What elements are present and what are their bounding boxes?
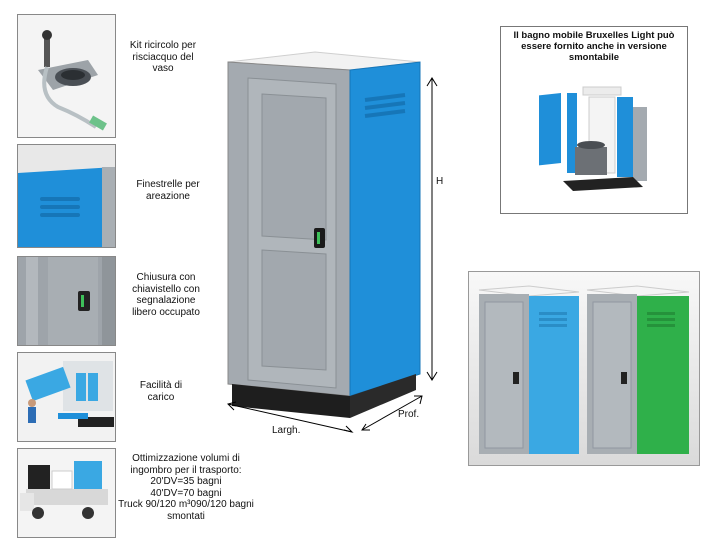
transport-40dv: 40'DV=70 bagni [150, 487, 222, 499]
transport-truck: Truck 90/120 m³090/120 bagni smontati [118, 499, 254, 522]
loading-thumbnail [17, 352, 116, 442]
loading-image [18, 353, 115, 441]
two-toilets-image [469, 272, 699, 465]
main-toilet-image [227, 51, 438, 433]
kit-caption: Kit ricircolo per risciacquo del vaso [129, 40, 197, 74]
kit-thumbnail [17, 14, 116, 138]
depth-label: Prof. [398, 409, 420, 420]
lock-thumbnail [17, 256, 116, 346]
transport-caption: Ottimizzazione volumi di ingombro per il… [116, 453, 256, 522]
lock-image [18, 257, 115, 345]
vents-thumbnail [17, 144, 116, 248]
height-label: H [436, 176, 444, 187]
truck-image [18, 449, 115, 537]
disassembled-toilet-image [539, 86, 647, 191]
info-box-title: Il bagno mobile Bruxelles Light può esse… [513, 30, 675, 63]
loading-caption: Facilità di carico [139, 380, 183, 403]
vents-caption: Finestrelle per areazione [136, 179, 200, 202]
vents-image [18, 145, 115, 247]
transport-20dv: 20'DV=35 bagni [150, 476, 222, 487]
disassembled-info-box: Il bagno mobile Bruxelles Light può esse… [500, 26, 688, 214]
recirculation-kit-image [18, 15, 115, 137]
width-label: Largh. [272, 425, 301, 436]
two-toilets-photo [468, 271, 700, 466]
lock-caption: Chiusura con chiavistello con segnalazio… [132, 272, 200, 318]
transport-thumbnail [17, 448, 116, 538]
transport-title: Ottimizzazione volumi di ingombro per il… [130, 453, 242, 476]
